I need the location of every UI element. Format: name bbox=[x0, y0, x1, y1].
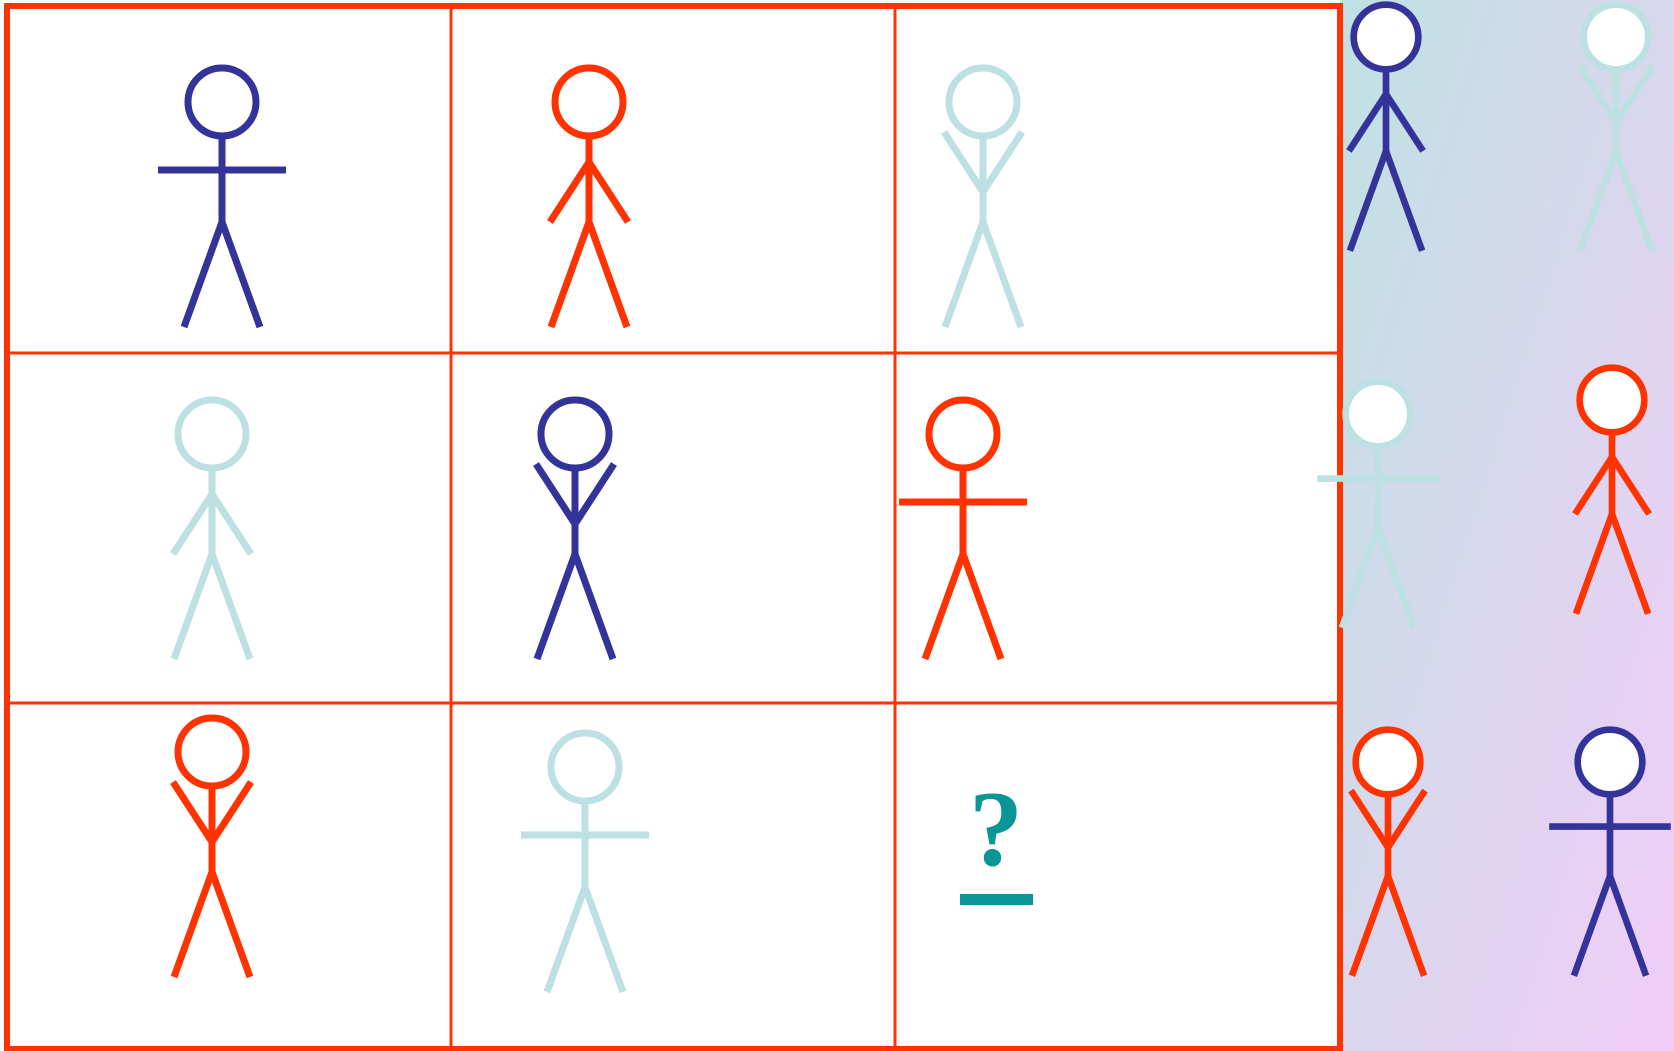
missing-figure-question-mark: ? bbox=[946, 770, 1046, 920]
figure-head bbox=[1580, 368, 1645, 433]
figure-head bbox=[929, 400, 997, 468]
figure-head bbox=[188, 68, 256, 136]
figure-head bbox=[949, 68, 1017, 136]
figure-head bbox=[178, 400, 246, 468]
figure-head bbox=[1354, 5, 1419, 70]
figure-head bbox=[178, 718, 246, 786]
figure-head bbox=[1346, 382, 1411, 447]
figure-head bbox=[1356, 730, 1421, 795]
figure-head bbox=[555, 68, 623, 136]
figure-head bbox=[541, 400, 609, 468]
figure-head bbox=[1578, 730, 1643, 795]
figure-head bbox=[551, 733, 619, 801]
figure-head bbox=[1584, 5, 1649, 70]
